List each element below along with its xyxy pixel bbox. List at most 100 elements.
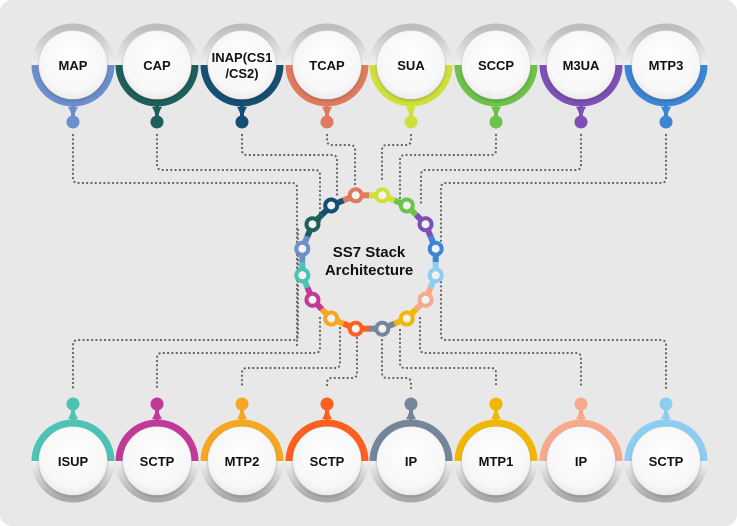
- connector-dot-icon: [404, 115, 418, 129]
- connector-dot-icon: [66, 115, 80, 129]
- node-label-line-2: /CS2): [225, 66, 258, 81]
- protocol-node-tcap: TCAP: [285, 23, 369, 129]
- node-label: IP: [575, 454, 588, 469]
- protocol-node-inap-cs1-cs2: INAP(CS1/CS2): [200, 23, 284, 129]
- colored-arc: [200, 419, 284, 462]
- connector-lines: [71, 133, 668, 390]
- node-disc: [293, 427, 361, 495]
- protocol-node-ip: IP: [369, 397, 453, 503]
- colored-arc: [539, 419, 623, 462]
- node-label: ISUP: [58, 454, 89, 469]
- connector-dot-icon: [659, 397, 673, 411]
- protocol-node-map: MAP: [31, 23, 115, 129]
- ring-node-icon: [294, 267, 311, 284]
- dotted-connector: [240, 326, 342, 390]
- node-label: SUA: [397, 58, 425, 73]
- colored-arc: [624, 419, 708, 462]
- colored-arc: [454, 419, 538, 462]
- node-disc: [39, 427, 107, 495]
- node-disc: [547, 31, 615, 99]
- ring-node-icon: [417, 216, 434, 233]
- connector-dot-icon: [574, 397, 588, 411]
- title-line-2: Architecture: [325, 262, 413, 279]
- connector-dot-icon: [150, 115, 164, 129]
- dotted-connector: [419, 133, 583, 207]
- connector-dot-icon: [659, 115, 673, 129]
- node-disc: [377, 31, 445, 99]
- ring-node-icon: [347, 187, 364, 204]
- connector-dot-icon: [574, 115, 588, 129]
- ring-node-icon: [398, 197, 415, 214]
- node-label: MTP2: [225, 454, 260, 469]
- node-label: MTP1: [479, 454, 514, 469]
- node-label: SCTP: [310, 454, 345, 469]
- colored-arc: [539, 64, 623, 107]
- dotted-connector: [439, 133, 668, 244]
- ring-node-icon: [398, 310, 415, 327]
- node-disc: [39, 31, 107, 99]
- connector-dot-icon: [66, 397, 80, 411]
- connector-dot-icon: [235, 115, 249, 129]
- connector-dot-icon: [320, 115, 334, 129]
- ring-node-icon: [417, 291, 434, 308]
- dotted-connector: [155, 316, 322, 390]
- protocol-node-ip: IP: [539, 397, 623, 503]
- node-label: SCCP: [478, 58, 514, 73]
- ring-node-icon: [323, 197, 340, 214]
- node-disc: [462, 427, 530, 495]
- connector-dot-icon: [235, 397, 249, 411]
- colored-arc: [200, 64, 284, 107]
- center-title: SS7 Stack Architecture: [325, 244, 413, 279]
- node-label: M3UA: [563, 58, 600, 73]
- title-line-1: SS7 Stack: [333, 244, 406, 261]
- protocol-node-sua: SUA: [369, 23, 453, 129]
- node-disc: [462, 31, 530, 99]
- ring-node-icon: [323, 310, 340, 327]
- protocol-node-sctp: SCTP: [115, 397, 199, 503]
- colored-arc: [31, 64, 115, 107]
- connector-dot-icon: [404, 397, 418, 411]
- protocol-node-m3ua: M3UA: [539, 23, 623, 129]
- node-label: IP: [405, 454, 418, 469]
- ring-node-icon: [347, 320, 364, 337]
- colored-arc: [369, 64, 453, 107]
- dotted-connector: [398, 133, 498, 200]
- ring-node-icon: [427, 267, 444, 284]
- protocol-node-mtp3: MTP3: [624, 23, 708, 129]
- node-label: MAP: [59, 58, 88, 73]
- ring-node-icon: [374, 320, 391, 337]
- dotted-connector: [240, 133, 339, 199]
- node-disc: [632, 31, 700, 99]
- node-label: TCAP: [309, 58, 345, 73]
- node-disc: [547, 427, 615, 495]
- node-label: MTP3: [649, 58, 684, 73]
- dotted-connector: [380, 133, 413, 184]
- node-disc: [293, 31, 361, 99]
- dotted-connector: [325, 133, 357, 187]
- colored-arc: [31, 419, 115, 462]
- dotted-connector: [325, 336, 359, 390]
- colored-arc: [454, 64, 538, 107]
- dotted-connector: [71, 133, 299, 347]
- dotted-connector: [71, 228, 300, 390]
- node-disc: [123, 31, 191, 99]
- node-disc: [208, 427, 276, 495]
- connector-dot-icon: [320, 397, 334, 411]
- colored-arc: [115, 64, 199, 107]
- connector-dot-icon: [489, 115, 503, 129]
- dotted-connector: [418, 316, 583, 390]
- connector-dot-icon: [150, 397, 164, 411]
- protocol-node-mtp2: MTP2: [200, 397, 284, 503]
- ring-node-icon: [374, 187, 391, 204]
- ring-node-icon: [427, 240, 444, 257]
- colored-arc: [285, 419, 369, 462]
- protocol-node-isup: ISUP: [31, 397, 115, 503]
- colored-arc: [285, 64, 369, 107]
- dotted-connector: [155, 133, 322, 224]
- node-label: SCTP: [140, 454, 175, 469]
- node-disc: [123, 427, 191, 495]
